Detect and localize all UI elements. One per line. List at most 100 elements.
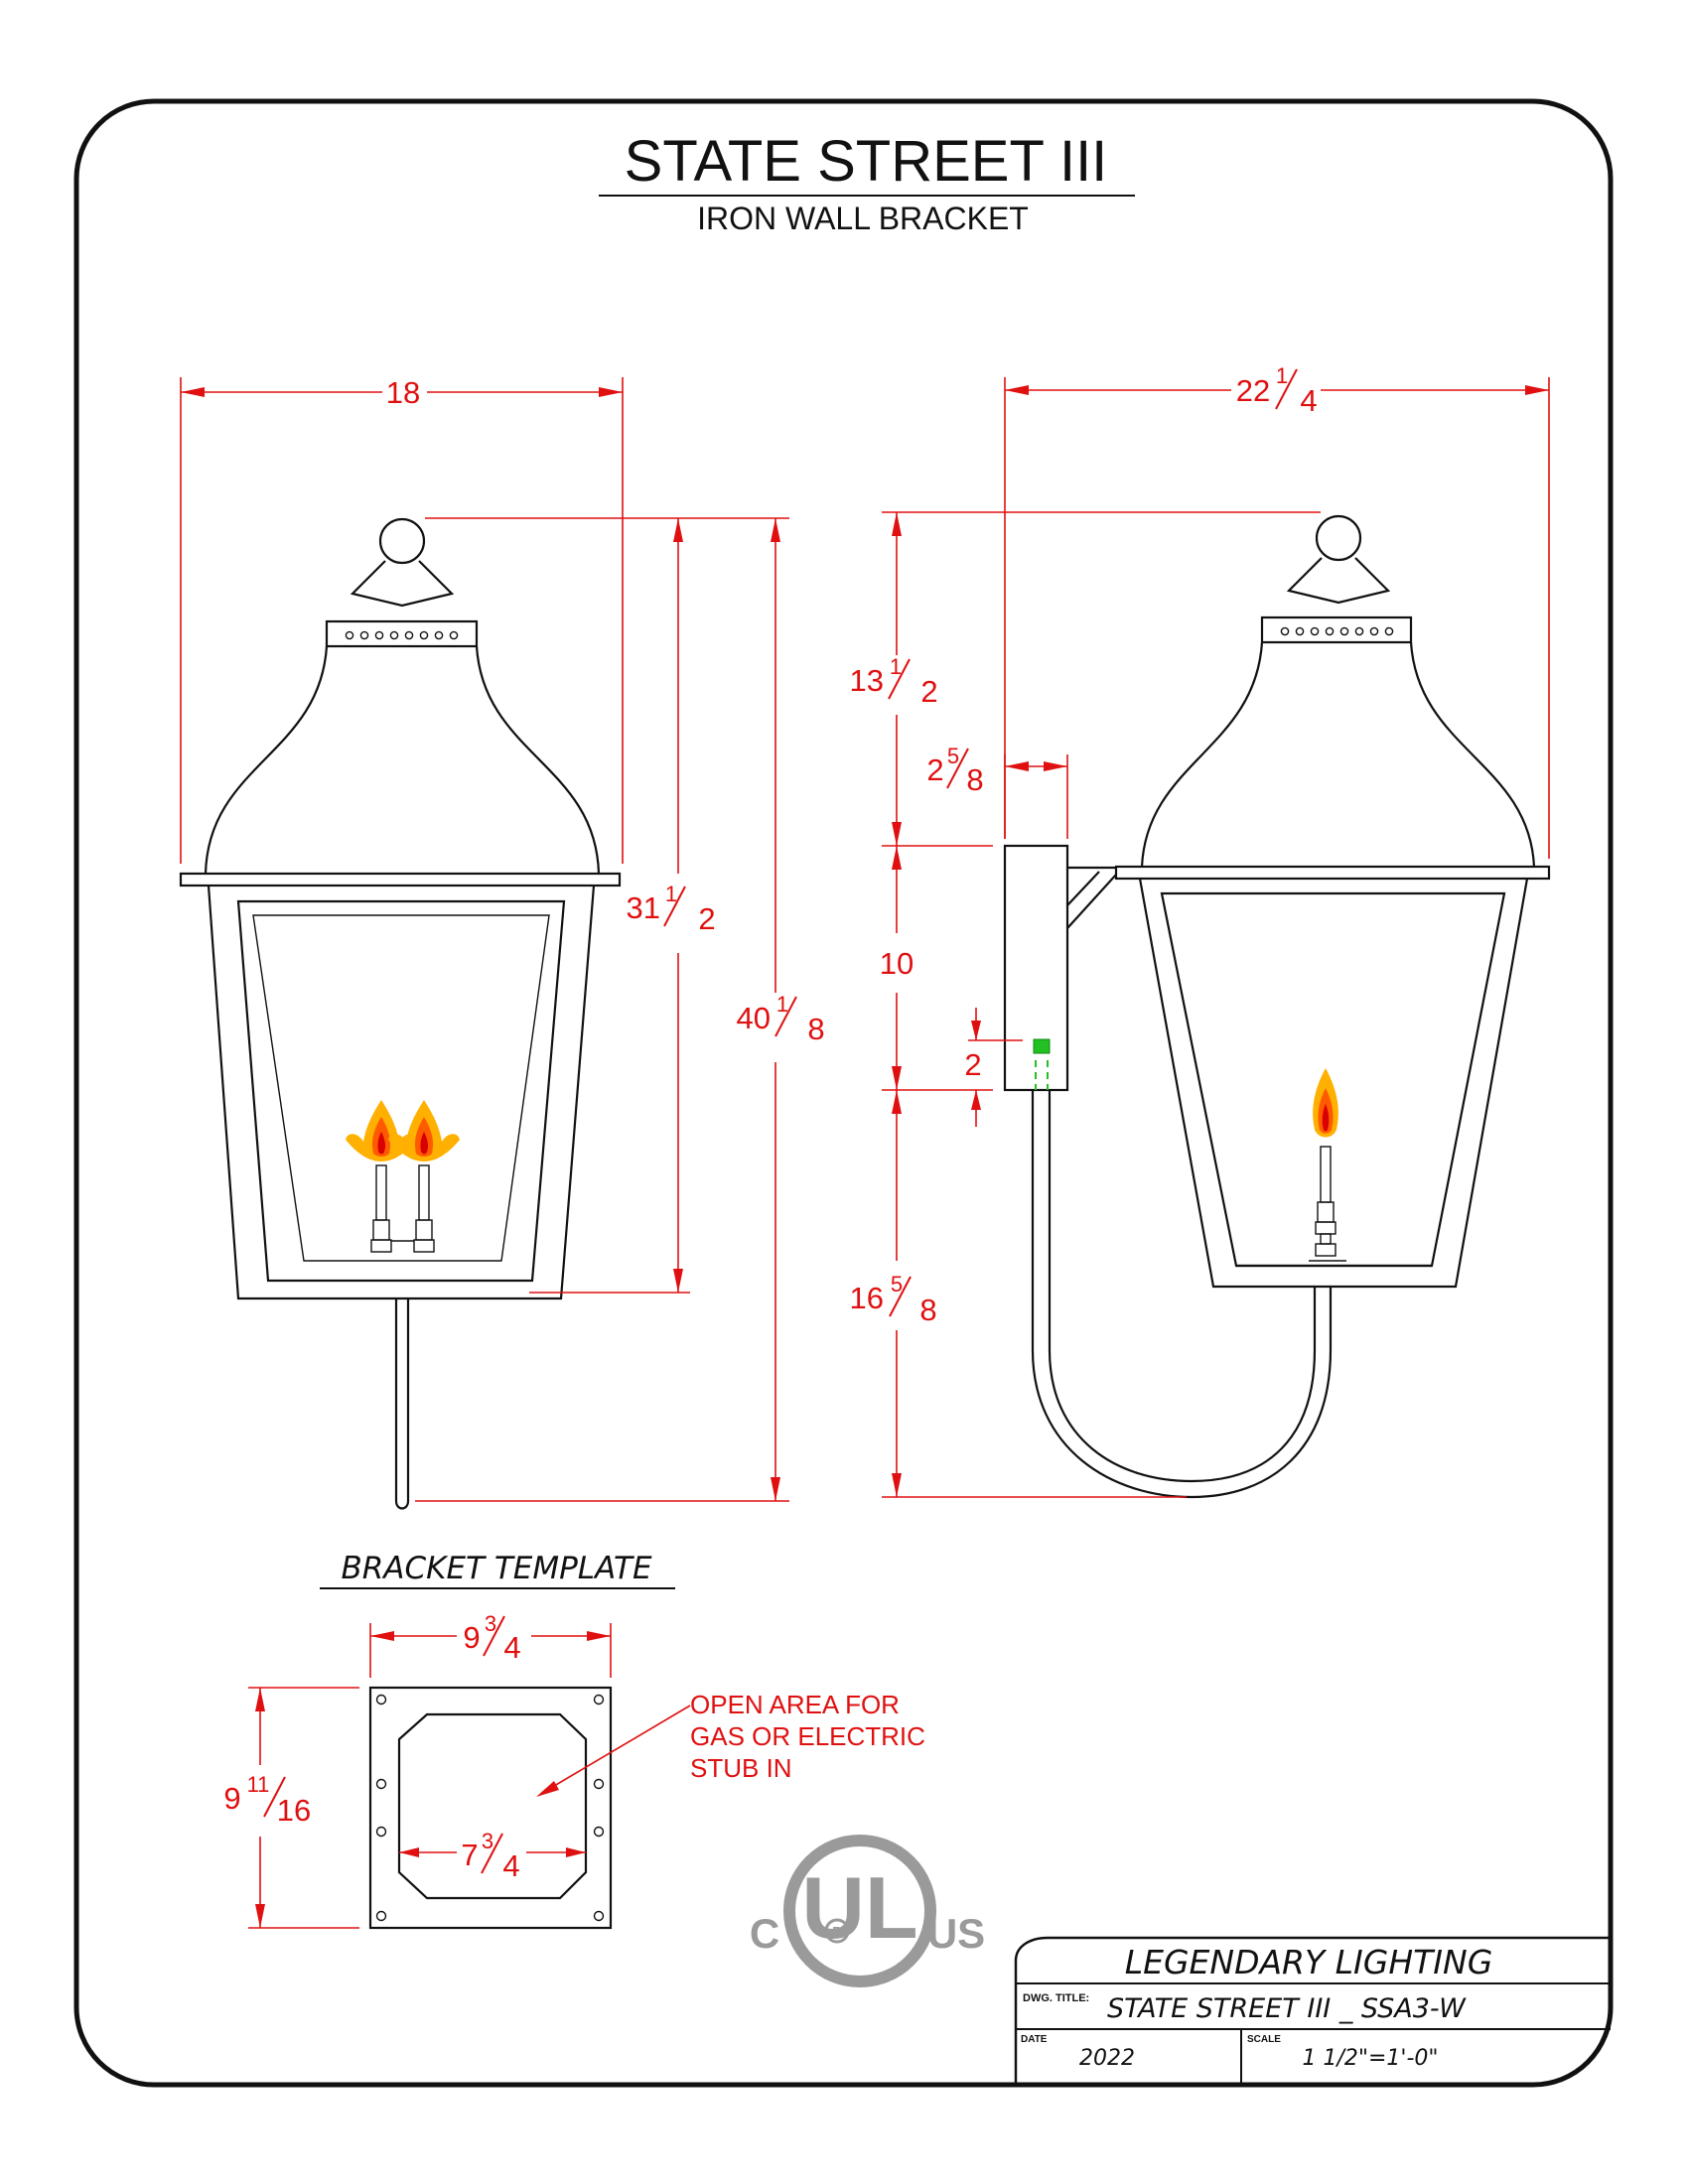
roof-flange	[179, 872, 622, 887]
template-height-label: 9 11 16	[223, 1772, 311, 1828]
title-block: LEGENDARY LIGHTING DWG. TITLE: STATE STR…	[1014, 1936, 1611, 2083]
side-burner	[1309, 1146, 1346, 1262]
front-body-height-dimension: 31 1 2	[425, 517, 716, 1294]
side-finial-base	[1286, 557, 1391, 605]
svg-text:3: 3	[485, 1611, 496, 1636]
svg-text:5: 5	[891, 1272, 903, 1297]
side-flame-icon	[1313, 1068, 1338, 1138]
svg-text:4: 4	[503, 1630, 520, 1665]
front-width-label: 18	[386, 375, 420, 410]
front-total-height-dimension: 40 1 8	[415, 517, 825, 1502]
front-view-lamp	[179, 517, 622, 1510]
body-frame-inner	[236, 899, 566, 1283]
template-plate	[368, 1686, 613, 1930]
svg-text:C: C	[750, 1910, 779, 1957]
ul-certification-logo: UL R C US	[750, 1835, 985, 1987]
title-block-dwg-label: DWG. TITLE:	[1023, 1992, 1089, 2004]
svg-text:5: 5	[947, 744, 959, 768]
bracket-template: BRACKET TEMPLATE 9 3 4	[223, 1551, 925, 1930]
template-opening	[397, 1712, 588, 1900]
svg-text:7: 7	[461, 1838, 478, 1872]
svg-text:9: 9	[223, 1781, 240, 1816]
svg-text:1: 1	[665, 882, 677, 906]
burner-right	[413, 1164, 435, 1253]
side-bell-roof	[1140, 641, 1536, 868]
svg-text:2: 2	[926, 752, 943, 787]
svg-text:1: 1	[1276, 363, 1288, 388]
title-block-date: 2022	[1079, 2046, 1135, 2071]
crown-band	[325, 619, 479, 648]
title-block-scale-label: SCALE	[1247, 2034, 1281, 2045]
body-frame-outer	[207, 885, 596, 1300]
bracket-arm	[1066, 866, 1117, 929]
stub-offset-label: 2	[964, 1047, 981, 1082]
drawing-subtitle: IRON WALL BRACKET	[697, 201, 1029, 236]
side-bottom-height-label: 16 5 8	[850, 1272, 937, 1327]
svg-text:UL: UL	[801, 1858, 917, 1957]
side-body-frame-outer	[1138, 878, 1529, 1289]
side-top-height-label: 13 1 2	[850, 654, 938, 709]
stub-marker	[1033, 1038, 1051, 1054]
svg-text:9: 9	[463, 1620, 480, 1655]
svg-text:R: R	[832, 1924, 842, 1939]
finial-base	[350, 560, 455, 608]
bracket-depth-dimension: 2 5 8	[926, 744, 1068, 839]
svg-text:22: 22	[1236, 373, 1270, 408]
svg-text:16: 16	[850, 1281, 884, 1315]
svg-text:31: 31	[627, 890, 660, 925]
title-block-date-label: DATE	[1021, 2034, 1048, 2045]
template-mounting-holes	[375, 1694, 605, 1922]
svg-text:3: 3	[482, 1829, 493, 1853]
flame-icon-right	[388, 1100, 460, 1161]
front-width-dimension: 18	[180, 375, 624, 864]
svg-text:13: 13	[850, 663, 884, 698]
svg-text:2: 2	[920, 674, 937, 709]
title-block-scale: 1 1/2"=1'-0"	[1302, 2046, 1438, 2071]
finial-ball	[378, 517, 426, 565]
svg-text:4: 4	[502, 1848, 519, 1883]
svg-text:8: 8	[966, 762, 983, 797]
title-block-company: LEGENDARY LIGHTING	[1125, 1943, 1493, 1981]
crown-rivets	[345, 630, 459, 640]
bell-roof	[204, 645, 601, 875]
burner-left	[370, 1164, 392, 1253]
svg-text:US: US	[927, 1910, 985, 1957]
side-width-dimension: 22 1 4	[1004, 363, 1550, 859]
svg-text:16: 16	[277, 1793, 311, 1828]
svg-text:1: 1	[776, 992, 788, 1017]
front-total-height-label: 40 1 8	[737, 992, 825, 1046]
svg-text:1: 1	[890, 654, 902, 679]
side-crown-rivets	[1280, 626, 1394, 636]
side-plate-height-label: 10	[880, 946, 914, 981]
svg-text:4: 4	[1300, 383, 1317, 418]
svg-text:GAS OR ELECTRIC: GAS OR ELECTRIC	[690, 1721, 925, 1751]
drawing-title: STATE STREET III	[625, 129, 1108, 194]
side-view-lamp	[1003, 514, 1551, 1499]
side-vertical-dimensions: 13 1 2 10 16 5 8	[850, 511, 1321, 1498]
svg-text:11: 11	[247, 1772, 270, 1797]
side-roof-flange	[1114, 865, 1551, 881]
open-area-note: OPEN AREA FOR GAS OR ELECTRIC STUB IN	[690, 1690, 925, 1783]
sheet-border	[73, 98, 1614, 2088]
front-body-height-label: 31 1 2	[627, 882, 716, 936]
svg-text:40: 40	[737, 1001, 771, 1035]
front-mounting-pipe	[394, 1298, 410, 1510]
title-block-dwg-title: STATE STREET III _ SSA3-W	[1107, 1993, 1467, 2024]
glass-panel	[252, 914, 550, 1262]
template-width-label: 9 3 4	[463, 1611, 520, 1665]
svg-text:2: 2	[698, 901, 715, 936]
svg-text:8: 8	[919, 1293, 936, 1327]
svg-text:8: 8	[807, 1012, 824, 1046]
svg-text:STUB IN: STUB IN	[690, 1753, 792, 1783]
bracket-template-label: BRACKET TEMPLATE	[341, 1551, 651, 1586]
side-crown-band	[1260, 615, 1413, 644]
template-opening-label: 7 3 4	[461, 1829, 519, 1883]
svg-text:10: 10	[880, 946, 914, 981]
stub-offset-dimension: 2	[964, 1008, 1023, 1127]
side-finial-ball	[1315, 514, 1362, 562]
side-mounting-pipe	[1031, 1090, 1333, 1499]
bracket-depth-label: 2 5 8	[926, 744, 983, 797]
side-width-label: 22 1 4	[1236, 363, 1318, 418]
svg-text:OPEN AREA FOR: OPEN AREA FOR	[690, 1690, 900, 1719]
